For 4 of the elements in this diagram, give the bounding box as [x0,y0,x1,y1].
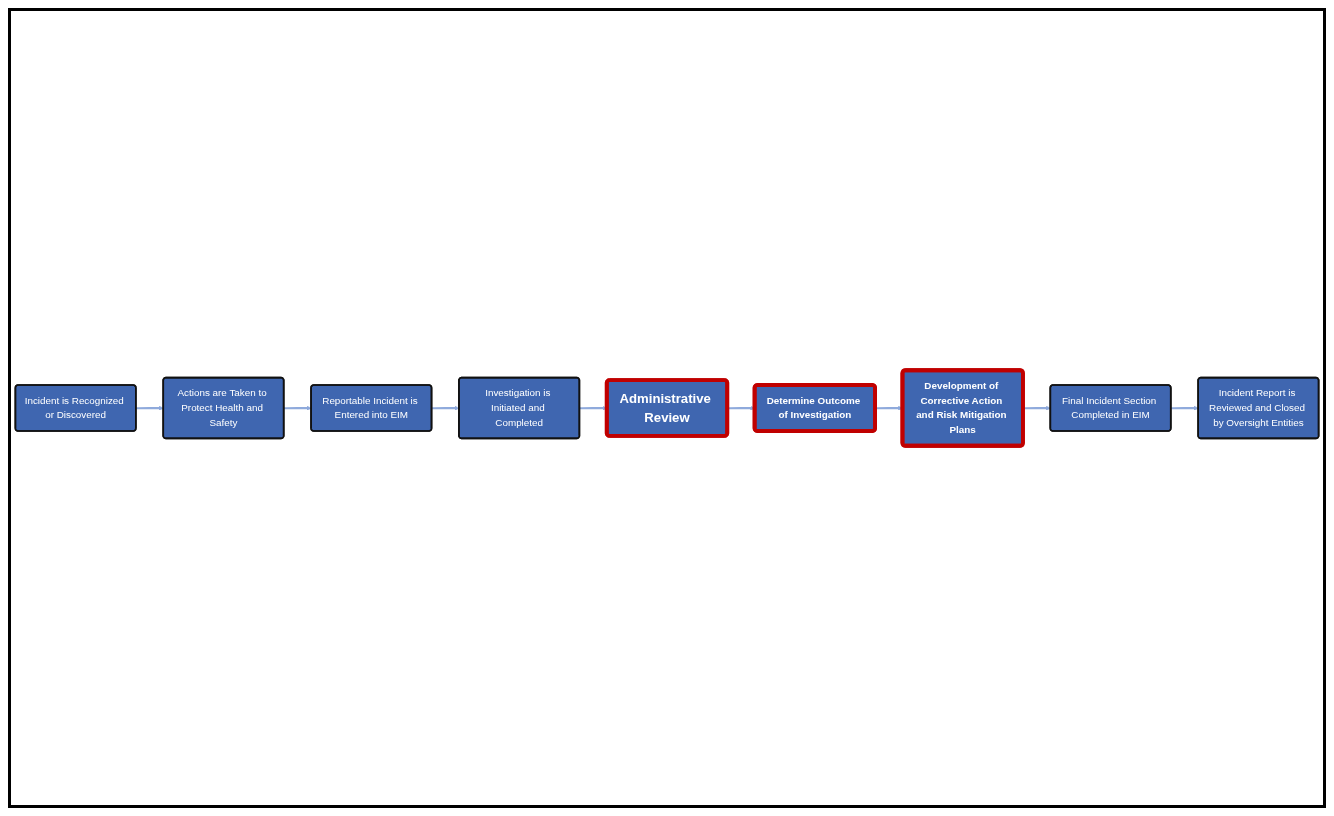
arrow [1023,405,1051,411]
arrow [1171,405,1199,411]
arrow [136,405,164,411]
arrow [283,405,312,411]
